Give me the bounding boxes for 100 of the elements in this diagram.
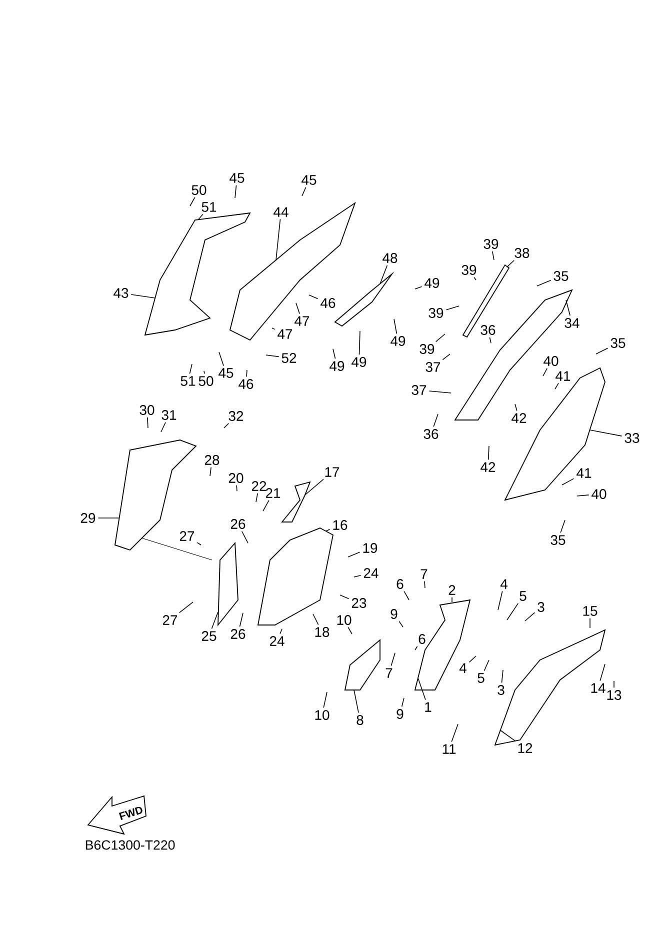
- leader-line: [498, 590, 503, 610]
- leader-line: [241, 530, 248, 544]
- leader-line: [380, 264, 388, 284]
- leader-line: [198, 214, 204, 220]
- callout-number: 10: [315, 710, 330, 720]
- callout-number: 49: [390, 336, 406, 346]
- leader-line: [218, 352, 224, 366]
- callout-number: 29: [80, 513, 96, 523]
- leader-line: [332, 348, 336, 360]
- callout-number: 40: [592, 489, 606, 499]
- callout-number: 32: [228, 411, 244, 421]
- callout-number: 35: [550, 535, 566, 545]
- leader-line: [326, 528, 330, 532]
- leader-line: [500, 730, 516, 742]
- leader-line: [404, 590, 410, 600]
- leader-line: [358, 330, 360, 356]
- leader-line: [266, 354, 280, 358]
- callout-number: 27: [180, 531, 194, 541]
- leader-line: [239, 612, 244, 628]
- callout-number: 1: [425, 702, 432, 712]
- callout-number: 5: [520, 591, 526, 601]
- callout-number: 7: [420, 569, 428, 579]
- leader-line: [424, 580, 426, 588]
- callout-number: 2: [448, 585, 456, 595]
- leader-line: [130, 294, 156, 298]
- leader-line: [236, 484, 238, 492]
- callout-number: 42: [512, 413, 526, 423]
- callout-number: 43: [114, 288, 128, 298]
- callout-number: 49: [424, 278, 440, 288]
- callout-number: 21: [266, 488, 280, 498]
- leader-line: [446, 306, 460, 310]
- leader-line: [302, 186, 306, 196]
- leader-line: [246, 370, 248, 378]
- callout-number: 18: [315, 627, 330, 637]
- leader-line: [312, 614, 319, 626]
- callout-number: 31: [162, 410, 176, 420]
- callout-number: 6: [396, 579, 404, 589]
- callout-number: 49: [352, 357, 366, 367]
- leader-line: [542, 368, 548, 376]
- leader-line: [566, 300, 570, 316]
- leader-line: [147, 416, 148, 428]
- leader-line: [189, 364, 192, 374]
- callout-number: 19: [363, 543, 378, 553]
- leader-line: [442, 354, 450, 360]
- leader-line: [340, 594, 350, 600]
- callout-number: 25: [202, 631, 216, 641]
- leader-line: [280, 628, 282, 634]
- leader-line: [506, 260, 515, 268]
- callout-number: 36: [424, 429, 438, 439]
- leader-line: [489, 336, 492, 344]
- callout-number: 50: [192, 185, 206, 195]
- callout-number: 24: [364, 568, 378, 578]
- callout-number: 9: [396, 709, 404, 719]
- callout-number: 46: [238, 379, 254, 389]
- callout-number: 3: [538, 602, 544, 612]
- leader-line: [501, 670, 504, 684]
- callout-number: 48: [382, 253, 398, 263]
- leader-line: [451, 724, 458, 742]
- callout-number: 33: [624, 433, 640, 443]
- callout-number: 14: [591, 683, 606, 693]
- leader-line: [323, 692, 328, 708]
- callout-number: 39: [428, 308, 444, 318]
- callout-number: 4: [459, 663, 466, 673]
- leader-line: [492, 250, 494, 260]
- leader-line: [414, 286, 422, 290]
- callout-number: 39: [462, 265, 476, 275]
- callout-number: 13: [607, 690, 622, 700]
- leader-line: [276, 218, 281, 260]
- leader-line: [308, 294, 318, 300]
- callout-number: 12: [518, 743, 532, 753]
- leader-line: [256, 492, 258, 502]
- callout-number: 15: [583, 606, 598, 616]
- callout-number: 52: [282, 353, 296, 363]
- leader-line: [536, 280, 552, 286]
- leader-line: [433, 414, 438, 428]
- leader-line: [596, 348, 608, 354]
- callout-number: 45: [230, 173, 244, 183]
- leader-line: [576, 494, 590, 496]
- callout-number: 40: [544, 356, 558, 366]
- leader-line: [234, 184, 237, 198]
- leader-line: [394, 318, 398, 334]
- callout-number: 37: [412, 385, 426, 395]
- callout-number: 50: [198, 376, 214, 386]
- callout-number: 34: [564, 318, 580, 328]
- callout-number: 46: [320, 298, 336, 308]
- callout-number: 45: [302, 175, 316, 185]
- callout-number: 10: [337, 615, 352, 625]
- leader-line: [178, 602, 194, 614]
- callout-number: 27: [162, 615, 178, 625]
- callout-number: 51: [202, 202, 216, 212]
- callout-number: 4: [500, 579, 508, 589]
- callout-number: 35: [554, 271, 568, 281]
- callout-number: 41: [556, 371, 570, 381]
- leader-line: [348, 626, 352, 634]
- callout-number: 36: [480, 325, 496, 335]
- callout-number: 26: [230, 519, 246, 529]
- callout-number: 9: [390, 609, 398, 619]
- callout-number: 42: [480, 462, 496, 472]
- callout-number: 44: [274, 207, 288, 217]
- leader-line: [600, 664, 606, 682]
